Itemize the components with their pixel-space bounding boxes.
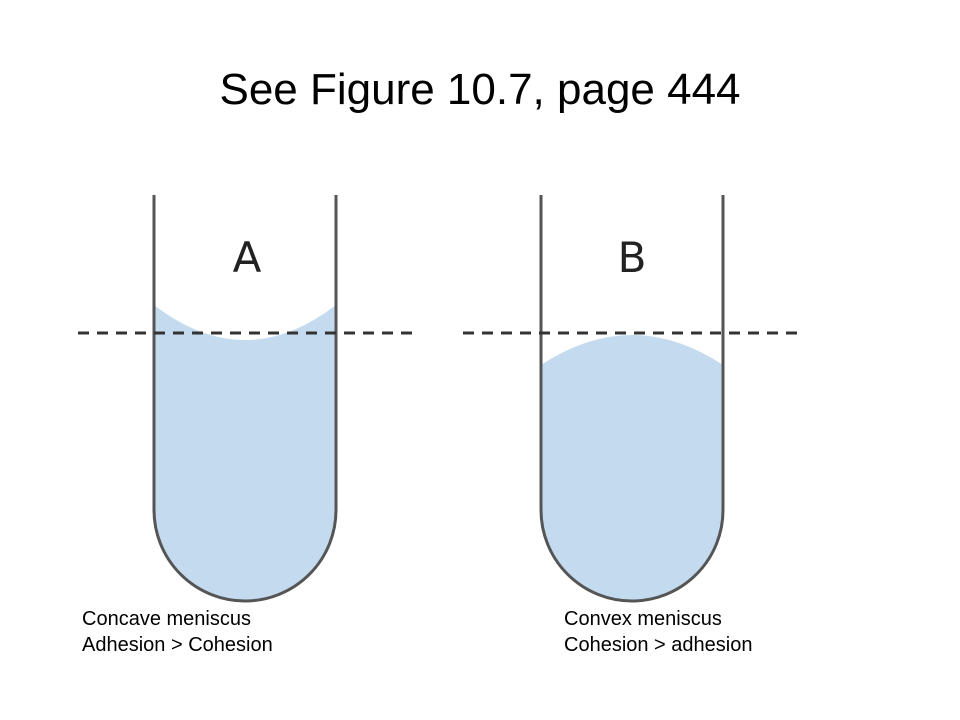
caption-b-line2: Cohesion > adhesion	[564, 634, 753, 656]
caption-b-line1: Convex meniscus	[564, 608, 722, 630]
tube-b-liquid	[541, 335, 723, 601]
caption-b: Convex meniscus Cohesion > adhesion	[564, 606, 752, 658]
tube-b-letter: B	[618, 233, 647, 282]
tube-a-liquid	[154, 305, 336, 601]
tube-a-letter: A	[233, 233, 262, 282]
tube-b: B	[539, 195, 725, 603]
caption-a-line1: Concave meniscus	[82, 608, 251, 630]
caption-a: Concave meniscus Adhesion > Cohesion	[82, 606, 273, 658]
caption-a-line2: Adhesion > Cohesion	[82, 634, 273, 656]
tube-a: A	[152, 195, 338, 603]
tube-b-glass	[539, 195, 725, 603]
tube-a-glass	[152, 195, 338, 603]
slide-title: See Figure 10.7, page 444	[219, 65, 741, 114]
